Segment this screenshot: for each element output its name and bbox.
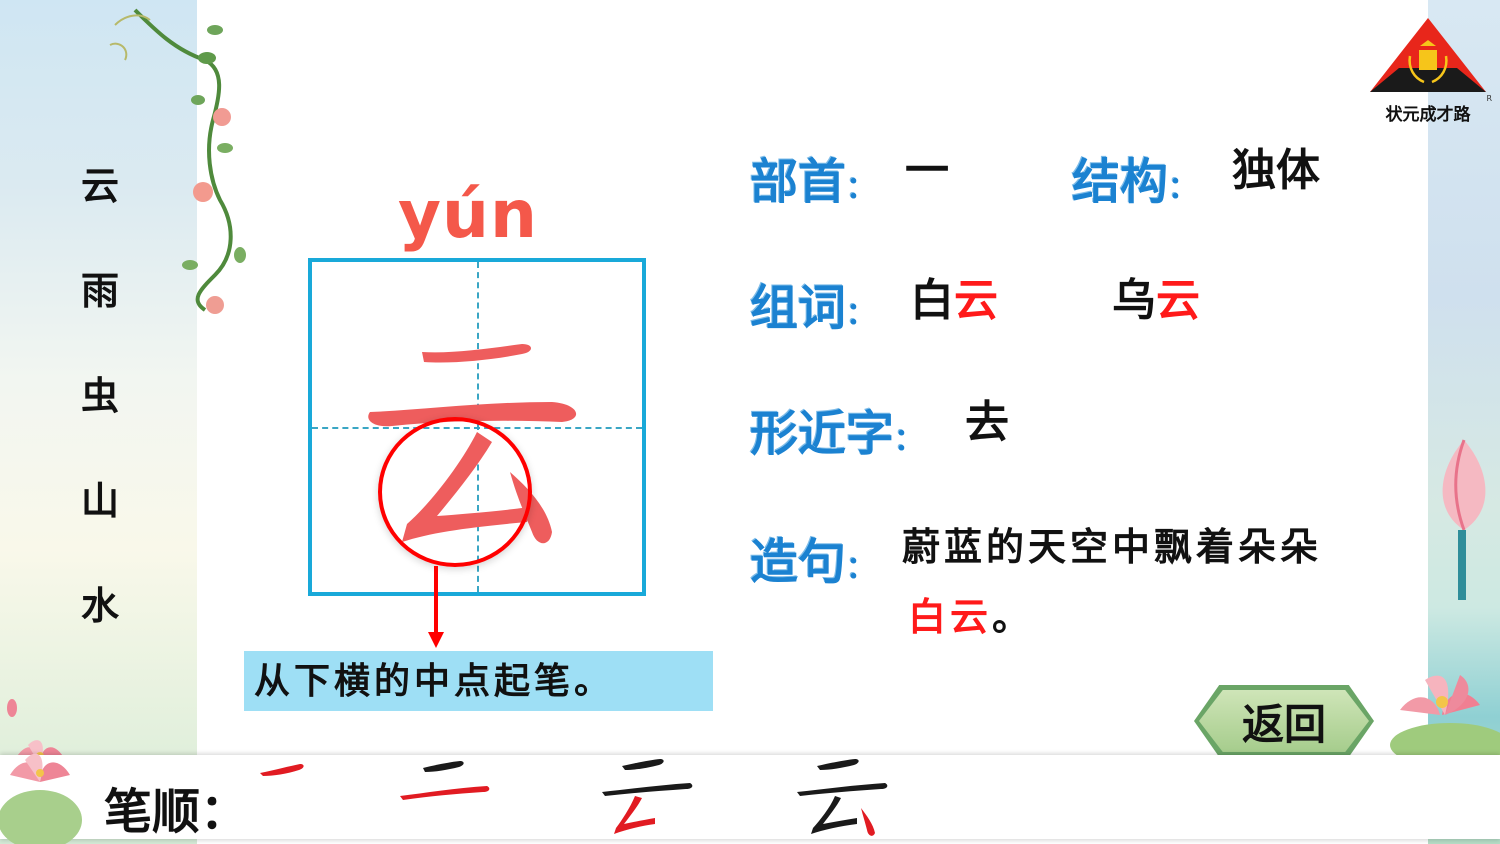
stroke-step-1-icon — [260, 764, 304, 776]
stroke-step-2-icon — [400, 761, 490, 800]
character-list-item[interactable]: 水 — [80, 583, 119, 628]
stroke-step-3-icon — [602, 759, 693, 834]
lotus-flower-icon — [1390, 675, 1500, 760]
radical-value: 一 — [905, 145, 949, 196]
pinyin: yún — [398, 176, 538, 253]
similar-char-value: 去 — [965, 397, 1009, 448]
arrow-down-icon — [428, 632, 444, 648]
logo-brand-text: 状元成才路 — [1385, 105, 1471, 125]
vine-decoration-icon — [109, 8, 246, 314]
character-list-item[interactable]: 山 — [80, 478, 119, 523]
stroke-step-4-icon — [797, 759, 888, 836]
words-label: 组词： — [750, 280, 877, 336]
left-decorative-background — [0, 0, 197, 844]
stroke-order-strip — [0, 755, 1500, 839]
return-button-label: 返回 — [1199, 690, 1369, 752]
stroke-hint-box: 从下横的中点起笔。 — [244, 651, 713, 711]
word-item: 乌云 — [1112, 275, 1200, 326]
character-list: 云 雨 虫 山 水 — [60, 155, 140, 680]
logo-triangle-icon — [1370, 18, 1486, 92]
lotus-corner-icon — [0, 753, 82, 844]
stroke-order-label: 笔顺： — [104, 784, 249, 840]
character-list-item[interactable]: 虫 — [80, 373, 119, 418]
word-item: 白云 — [910, 275, 998, 326]
sentence-label: 造句： — [750, 534, 877, 590]
character-list-item[interactable]: 雨 — [80, 268, 119, 313]
character-list-item[interactable]: 云 — [80, 163, 119, 208]
structure-value: 独体 — [1232, 145, 1320, 196]
return-button[interactable]: 返回 — [1194, 685, 1374, 757]
radical-label: 部首： — [750, 154, 877, 210]
structure-label: 结构： — [1072, 154, 1199, 210]
pointer-arrow-line — [434, 566, 438, 636]
similar-char-label: 形近字： — [750, 406, 925, 462]
example-sentence: 蔚蓝的天空中飘着朵朵白云。 — [902, 524, 1323, 639]
lotus-bud-icon — [1442, 439, 1486, 600]
start-point-highlight-circle — [378, 417, 532, 567]
brand-logo: 状元成才路 R — [1366, 16, 1492, 126]
trademark-symbol: R — [1486, 94, 1492, 103]
